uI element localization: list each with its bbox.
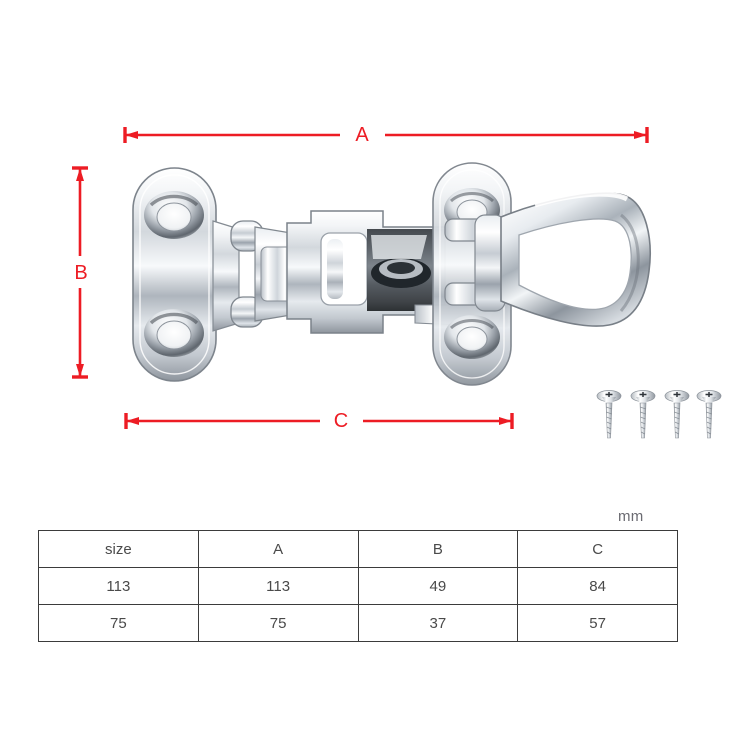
screw xyxy=(664,390,690,439)
table-header-row: size A B C xyxy=(38,530,678,568)
screw xyxy=(696,390,722,439)
screw xyxy=(630,390,656,439)
table-row: 75 75 37 57 xyxy=(38,604,678,642)
column-header-a: A xyxy=(197,530,359,568)
hinge-linkage xyxy=(230,220,296,328)
mount-hole-lower-left xyxy=(144,309,204,357)
screw-set xyxy=(596,386,728,454)
pull-handle xyxy=(500,191,651,327)
mount-hole-lower-right xyxy=(444,315,500,359)
dimension-label-c: C xyxy=(333,410,349,432)
cell-size: 113 xyxy=(38,567,199,605)
specification-table: size A B C 113 113 49 84 75 75 37 57 xyxy=(38,530,678,642)
cell-a: 113 xyxy=(197,567,359,605)
unit-label: mm xyxy=(618,508,644,525)
column-header-size: size xyxy=(38,530,199,568)
hasp-body xyxy=(286,210,508,334)
dimension-line-a xyxy=(123,127,649,143)
cell-c: 84 xyxy=(517,567,678,605)
cell-c: 57 xyxy=(517,604,678,642)
cell-b: 49 xyxy=(357,567,519,605)
column-header-b: B xyxy=(357,530,519,568)
dimension-line-c xyxy=(124,413,514,429)
screw xyxy=(596,390,622,439)
table-row: 113 113 49 84 xyxy=(38,567,678,605)
dimension-label-b: B xyxy=(74,262,88,284)
left-mounting-plate xyxy=(132,167,240,382)
product-illustration xyxy=(115,155,675,395)
right-keeper-plate xyxy=(432,162,512,386)
screws-drawing xyxy=(596,390,722,439)
dimension-label-a: A xyxy=(355,124,369,146)
latch-drawing xyxy=(132,162,651,386)
cell-a: 75 xyxy=(197,604,359,642)
column-header-c: C xyxy=(517,530,678,568)
mount-hole-upper-left xyxy=(144,191,204,239)
cell-size: 75 xyxy=(38,604,199,642)
cell-b: 37 xyxy=(357,604,519,642)
